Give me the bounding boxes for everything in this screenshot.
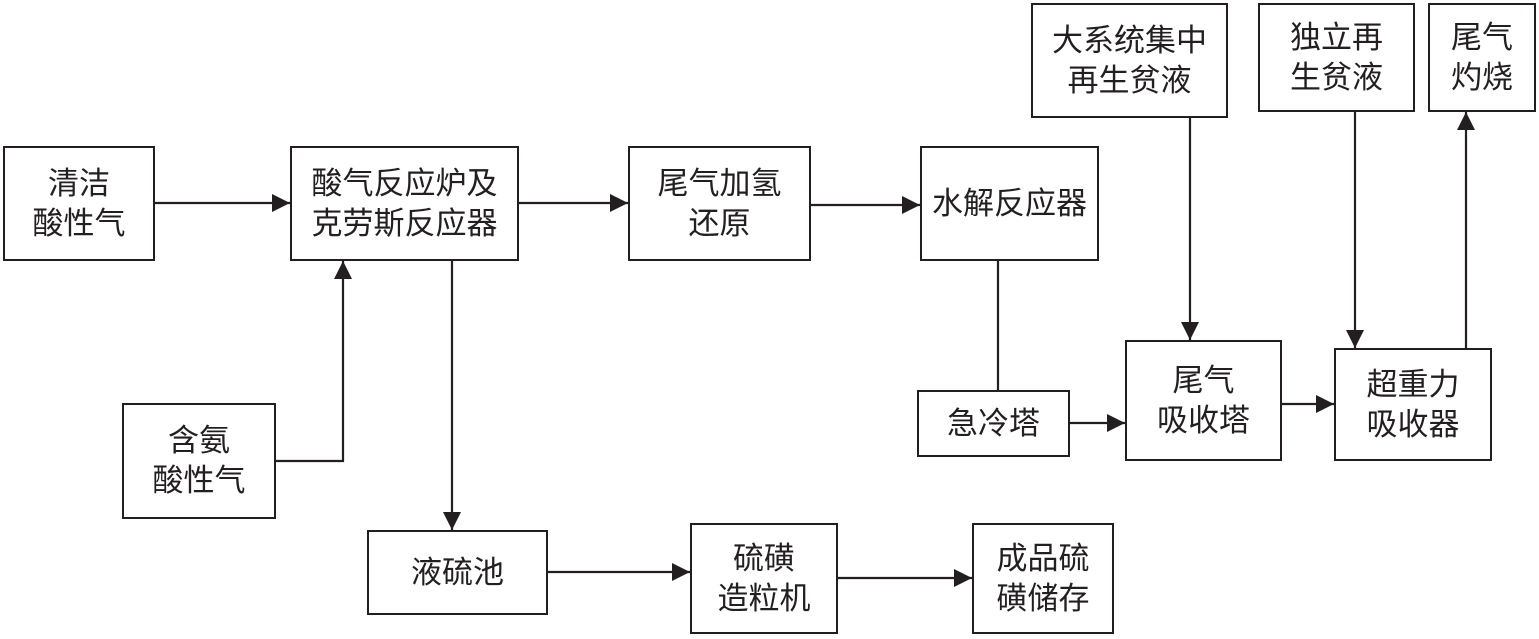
tail-gas-incineration-line-1: 尾气 — [1451, 19, 1513, 56]
clean-acid-gas-box: 清洁 酸性气 — [3, 146, 155, 261]
hydrolysis-reactor-box: 水解反应器 — [920, 146, 1099, 261]
tail-gas-hydrogenation-box: 尾气加氢 还原 — [628, 146, 811, 261]
product-sulfur-storage-line-2: 磺储存 — [996, 580, 1090, 617]
ammonia-acid-gas-box: 含氨 酸性气 — [122, 403, 276, 519]
quench-tower-line-1: 急冷塔 — [947, 405, 1040, 442]
tail-gas-hydrogenation-line-2: 还原 — [688, 205, 751, 242]
sulfur-granulator-box: 硫磺 造粒机 — [690, 523, 838, 634]
sulfur-granulator-line-2: 造粒机 — [717, 580, 811, 617]
tail-gas-incineration-box: 尾气 灼烧 — [1428, 3, 1536, 112]
tail-gas-absorber-box: 尾气 吸收塔 — [1125, 340, 1282, 461]
central-lean-solvent-line-1: 大系统集中 — [1052, 22, 1207, 59]
clean-acid-gas-line-1: 清洁 — [48, 165, 110, 202]
high-gravity-absorber-line-2: 吸收器 — [1366, 406, 1460, 443]
ammonia-acid-gas-line-2: 酸性气 — [152, 463, 246, 499]
sulfur-granulator-line-1: 硫磺 — [733, 540, 795, 577]
high-gravity-absorber-line-1: 超重力 — [1366, 366, 1460, 403]
product-sulfur-storage-line-1: 成品硫 — [996, 540, 1090, 577]
connector-ammonia-gas-to-furnace — [276, 261, 352, 463]
independent-lean-solvent-line-1: 独立再 — [1290, 19, 1383, 56]
central-lean-solvent-box: 大系统集中 再生贫液 — [1031, 3, 1228, 118]
tail-gas-absorber-line-1: 尾气 — [1172, 362, 1235, 399]
tail-gas-hydrogenation-line-1: 尾气加氢 — [657, 165, 782, 202]
clean-acid-gas-line-2: 酸性气 — [32, 205, 126, 242]
liquid-sulfur-pit-line-1: 液硫池 — [411, 554, 504, 591]
reaction-furnace-box: 酸气反应炉及 克劳斯反应器 — [290, 146, 519, 261]
reaction-furnace-line-2: 克劳斯反应器 — [311, 205, 498, 242]
ammonia-acid-gas-line-1: 含氨 — [168, 423, 230, 459]
tail-gas-absorber-line-2: 吸收塔 — [1157, 402, 1250, 439]
reaction-furnace-line-1: 酸气反应炉及 — [311, 165, 498, 202]
product-sulfur-storage-box: 成品硫 磺储存 — [972, 523, 1114, 634]
hydrolysis-reactor-line-1: 水解反应器 — [932, 185, 1087, 222]
liquid-sulfur-pit-box: 液硫池 — [367, 530, 548, 615]
quench-tower-box: 急冷塔 — [917, 390, 1070, 457]
high-gravity-absorber-box: 超重力 吸收器 — [1334, 348, 1492, 461]
independent-lean-solvent-box: 独立再 生贫液 — [1258, 3, 1415, 112]
independent-lean-solvent-line-2: 生贫液 — [1290, 59, 1383, 96]
tail-gas-incineration-line-2: 灼烧 — [1451, 59, 1513, 96]
central-lean-solvent-line-2: 再生贫液 — [1067, 62, 1192, 99]
